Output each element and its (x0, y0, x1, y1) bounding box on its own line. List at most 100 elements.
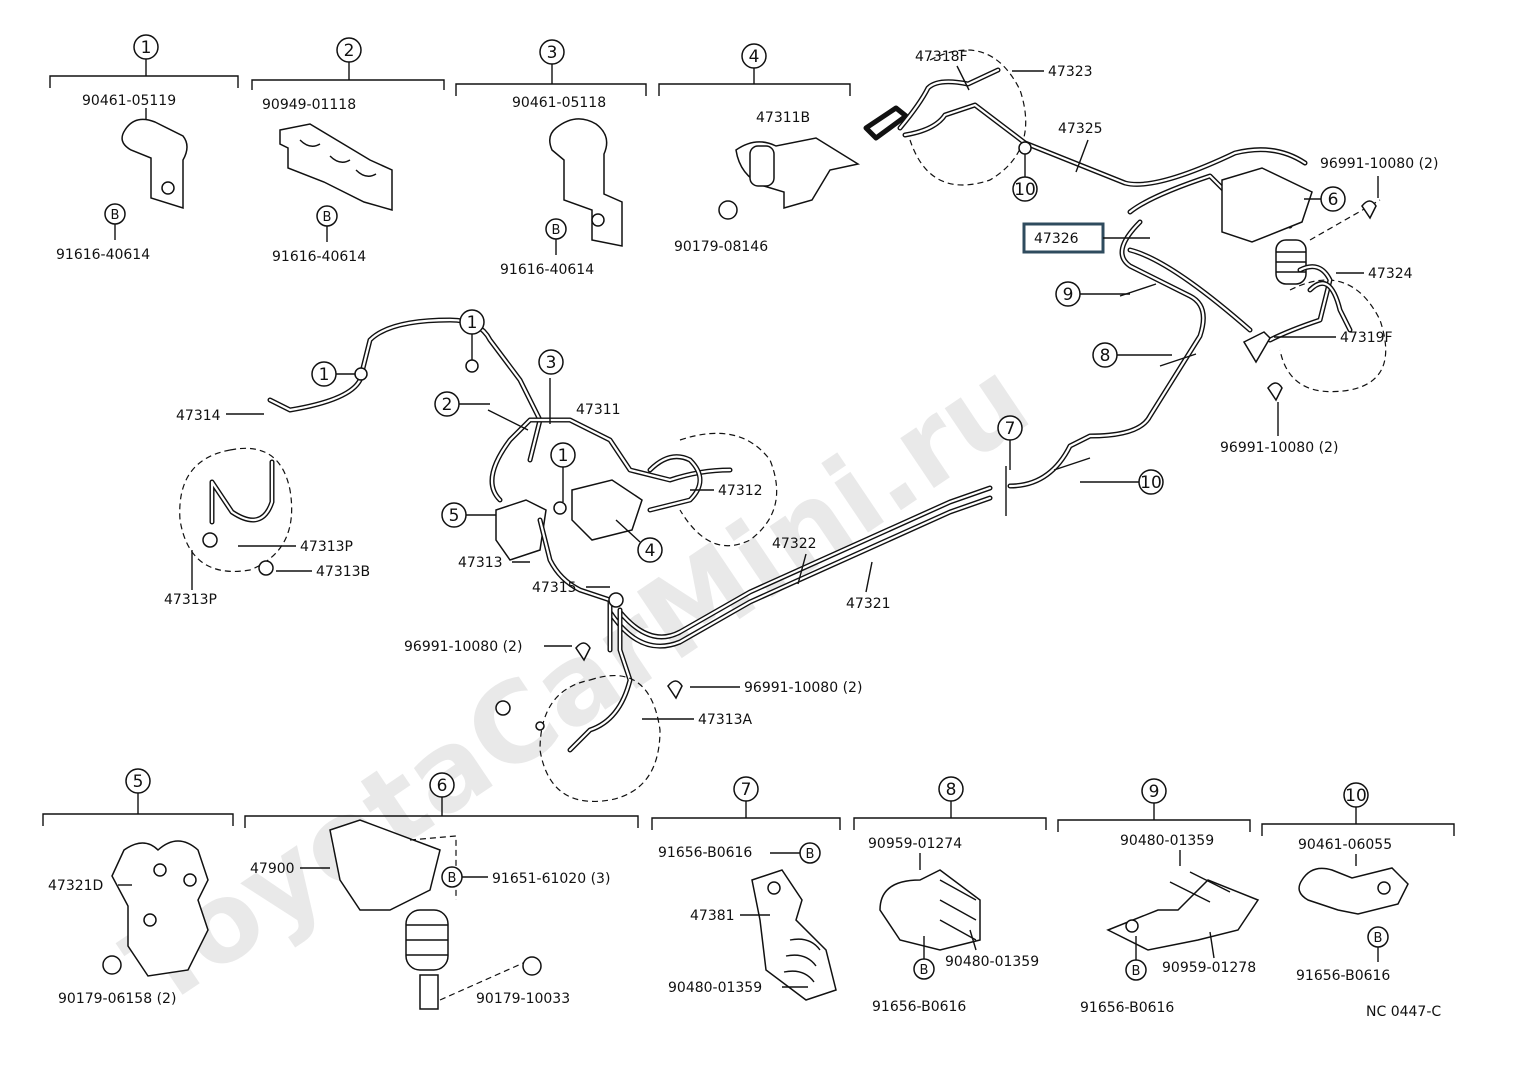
grommet-part-icon (879, 869, 981, 951)
bolt-icon (495, 700, 511, 716)
part-47321D: 47321D (48, 878, 103, 894)
callout-4-main-text: 4 (645, 541, 656, 561)
label-47311: 47311 (576, 402, 621, 418)
brake-tube-47314-inner (268, 318, 542, 462)
clamp-part-icon (1298, 867, 1409, 915)
retainer-body-icon (749, 145, 775, 187)
callout-1-a-text: 1 (467, 313, 478, 333)
callout-2-main-text: 2 (442, 395, 453, 415)
bracket-line-10 (1261, 807, 1455, 836)
grommet-detail (1169, 871, 1231, 903)
bolt-letter: B (323, 210, 332, 225)
label-47314: 47314 (176, 408, 221, 424)
leader-line (797, 553, 807, 585)
valve-block-part-icon (111, 840, 209, 977)
label-47313: 47313 (458, 555, 503, 571)
bolt-letter: B (920, 963, 929, 978)
clamp-point (465, 359, 479, 373)
label-47313P-a: 47313P (300, 539, 353, 555)
brake-hose-47313A-inner (568, 608, 632, 752)
brake-tube-inner (1268, 265, 1332, 342)
part-90480-01359: 90480-01359 (1120, 833, 1214, 849)
grommet-detail (939, 879, 977, 941)
clip-icon (1361, 200, 1377, 220)
leader-line (969, 929, 977, 951)
front-brake-assembly (863, 49, 1387, 402)
sub-assembly-4-index: 4 (749, 47, 760, 67)
label-47313P-b: 47313P (164, 592, 217, 608)
callout-3-main (538, 349, 564, 375)
brake-hose (897, 67, 1001, 131)
bolt-letter: B (552, 223, 561, 238)
bracket-line-6 (244, 797, 639, 828)
sub-assembly-2-index: 2 (344, 41, 355, 61)
bolt-symbol-icon (799, 842, 821, 864)
sub-assembly-5: 5 47321D 90179-06158 (2) (42, 768, 234, 1007)
clamp-point (1018, 141, 1032, 155)
label-47326-highlighted[interactable]: 47326 (1034, 231, 1079, 247)
callout-5-main-text: 5 (449, 506, 460, 526)
mount-dashline (409, 835, 531, 1001)
part-91651-61020: 91651-61020 (3) (492, 871, 610, 887)
valve-block-icon (495, 499, 547, 561)
sub-assembly-7: 7 91656-B0616 B 47381 90480-01359 (651, 776, 841, 1001)
sub-assembly-8-index: 8 (946, 780, 957, 800)
disc-outline (1279, 279, 1387, 393)
label-47323: 47323 (1048, 64, 1093, 80)
part-90179-06158: 90179-06158 (2) (58, 991, 176, 1007)
main-tubes-right (1005, 219, 1253, 516)
hole-icon (1377, 881, 1391, 895)
clamp-detail (783, 938, 821, 983)
clip-icon (575, 642, 591, 662)
label-47312: 47312 (718, 483, 763, 499)
bracket-part-icon (279, 123, 393, 211)
part-90959-01274: 90959-01274 (868, 836, 962, 852)
clamp-marks (1005, 283, 1197, 516)
callout-7-main-text: 7 (1005, 419, 1016, 439)
label-96991-10080-right: 96991-10080 (2) (1220, 440, 1338, 456)
sub-assembly-10-index: 10 (1345, 786, 1367, 806)
label-47324: 47324 (1368, 266, 1413, 282)
bracket-line-7 (651, 801, 841, 830)
bracket-line-2 (251, 62, 445, 90)
leader-line (615, 519, 641, 543)
label-47313A: 47313A (698, 712, 753, 728)
brake-tube-47312-inner (648, 455, 702, 512)
part-90480-01359: 90480-01359 (668, 980, 762, 996)
tube-clamp-part-icon (751, 869, 837, 1001)
spring-coil (406, 924, 448, 956)
main-labels: 47318F 47323 47325 47326 96991-10080 (2)… (164, 49, 1438, 728)
part-90461-06055: 90461-06055 (1298, 837, 1392, 853)
clamp-point (354, 367, 368, 381)
sub-assembly-5-index: 5 (133, 772, 144, 792)
brake-tube-47321-inner (618, 486, 992, 638)
sub-assembly-6-index: 6 (437, 776, 448, 796)
label-96991-10080-top: 96991-10080 (2) (1320, 156, 1438, 172)
clamp-marks (487, 378, 551, 431)
sub-assembly-9-index: 9 (1149, 782, 1160, 802)
drawing-code: NC 0447-C (1366, 1004, 1441, 1020)
part-91616-40614: 91616-40614 (56, 247, 150, 263)
left-brake-area (179, 317, 778, 802)
part-91656-B0616: 91656-B0616 (1080, 1000, 1174, 1016)
main-callouts: 10 6 9 8 7 10 1 1 3 2 1 5 (311, 154, 1346, 563)
bracket-line-8 (853, 801, 1047, 830)
leader-line (1075, 139, 1089, 173)
disc-outline (909, 49, 1027, 186)
brake-tube-inner (1128, 248, 1252, 332)
label-47321: 47321 (846, 596, 891, 612)
clamp-point (553, 501, 567, 515)
sub-assembly-7-index: 7 (741, 780, 752, 800)
clip-icon (1267, 382, 1283, 402)
disc-outline (179, 447, 293, 572)
hole-icon (161, 181, 175, 195)
sub-assembly-3-index: 3 (547, 43, 558, 63)
bolt-letter: B (448, 871, 457, 886)
master-cylinder-outline (679, 432, 778, 547)
part-90461-05119: 90461-05119 (82, 93, 176, 109)
hole-icon (767, 881, 781, 895)
brake-hose-inner (898, 68, 1000, 130)
sub-assembly-1: 1 90461-05119 B 91616-40614 (49, 34, 239, 263)
